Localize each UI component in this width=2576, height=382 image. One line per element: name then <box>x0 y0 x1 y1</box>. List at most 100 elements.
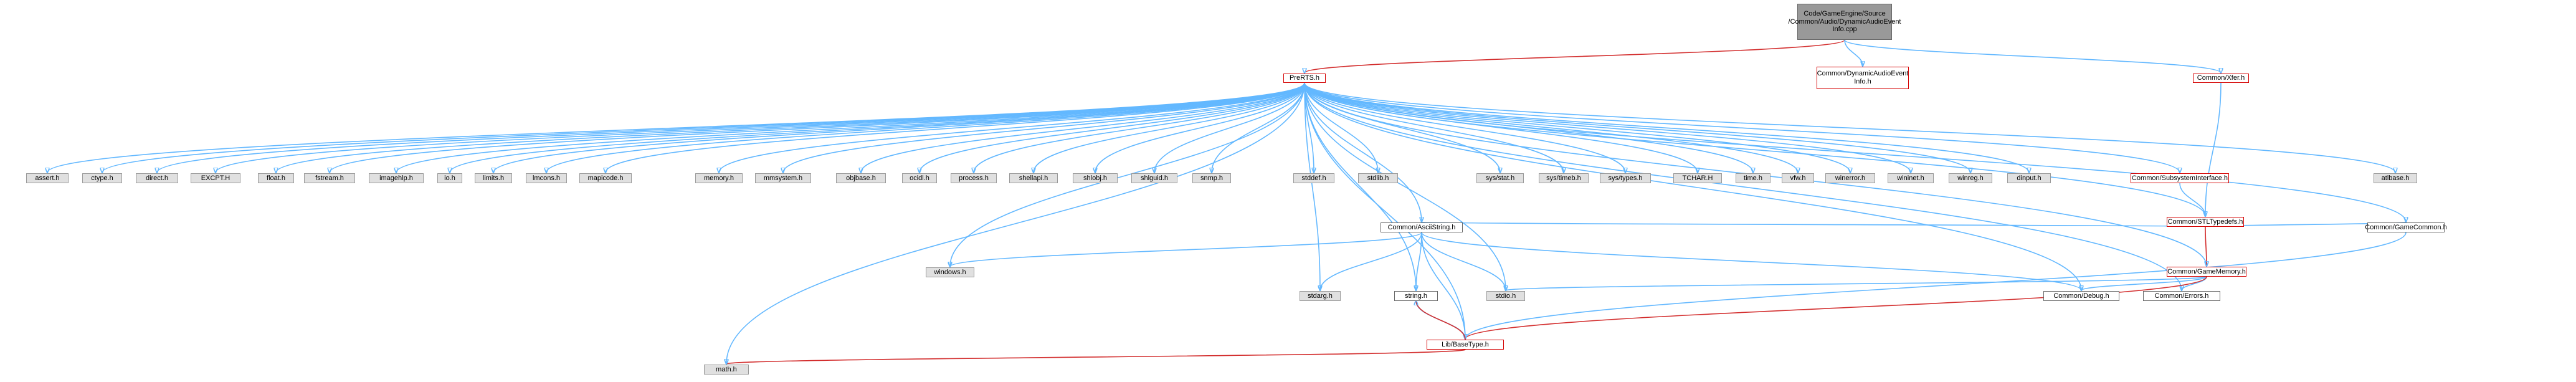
edge-prerts-to-stdarg <box>1304 82 1320 290</box>
node-stltypedefs[interactable]: Common/STLTypedefs.h <box>2167 217 2244 227</box>
node-time[interactable]: time.h <box>1736 173 1770 183</box>
edge-prerts-to-windows <box>950 82 1305 267</box>
edge-prerts-to-shlobj <box>1095 82 1305 173</box>
edge-gamememory-to-debug <box>2081 276 2207 290</box>
edge-prerts-to-subsys <box>1304 82 2180 173</box>
node-debug[interactable]: Common/Debug.h <box>2043 291 2119 301</box>
node-sysstat[interactable]: sys/stat.h <box>1476 173 1524 183</box>
node-limits[interactable]: limits.h <box>475 173 512 183</box>
node-dynaudio[interactable]: Common/DynamicAudioEvent Info.h <box>1817 67 1909 89</box>
node-math[interactable]: math.h <box>704 365 749 375</box>
node-stdlib[interactable]: stdlib.h <box>1358 173 1398 183</box>
node-stdio[interactable]: stdio.h <box>1486 291 1525 301</box>
edge-prerts-to-systimeb <box>1304 82 1564 173</box>
node-ocidl[interactable]: ocidl.h <box>902 173 937 183</box>
node-memory[interactable]: memory.h <box>695 173 743 183</box>
node-ctype[interactable]: ctype.h <box>82 173 122 183</box>
node-mmsystem[interactable]: mmsystem.h <box>755 173 811 183</box>
edge-prerts-to-errors <box>1304 82 2182 290</box>
node-objbase[interactable]: objbase.h <box>836 173 886 183</box>
edge-prerts-to-asciistring <box>1304 82 1422 222</box>
edge-gamememory-to-basetype <box>1465 276 2207 339</box>
edge-basetype-to-string <box>1416 300 1466 340</box>
node-prerts[interactable]: PreRTS.h <box>1283 74 1326 83</box>
node-process[interactable]: process.h <box>951 173 997 183</box>
node-winreg[interactable]: winreg.h <box>1949 173 1992 183</box>
node-atlbase[interactable]: atlbase.h <box>2374 173 2417 183</box>
edge-prerts-to-fstream <box>330 82 1305 173</box>
edge-prerts-to-stdio <box>1304 82 1506 290</box>
edge-asciistring-to-basetype <box>1421 232 1465 339</box>
node-shellapi[interactable]: shellapi.h <box>1009 173 1058 183</box>
edge-root-to-dynaudio <box>1844 39 1863 66</box>
edge-prerts-to-winerror <box>1304 82 1850 173</box>
node-asciistring[interactable]: Common/AsciiString.h <box>1381 222 1463 232</box>
edge-asciistring-to-windows <box>950 232 1422 267</box>
edge-prerts-to-dinput <box>1304 82 2029 173</box>
node-wininet[interactable]: wininet.h <box>1888 173 1934 183</box>
edge-basetype-to-math <box>726 349 1466 364</box>
node-dinput[interactable]: dinput.h <box>2007 173 2051 183</box>
node-subsys[interactable]: Common/SubsystemInterface.h <box>2131 173 2229 183</box>
node-systypes[interactable]: sys/types.h <box>1600 173 1651 183</box>
edge-prerts-to-mmsystem <box>783 82 1305 173</box>
edge-prerts-to-basetype <box>1304 82 1465 339</box>
node-windows[interactable]: windows.h <box>926 267 974 277</box>
edge-root-to-xfer <box>1844 39 2221 73</box>
edge-prerts-to-math <box>726 82 1305 364</box>
edge-gamememory-to-stdio <box>1506 276 2207 290</box>
node-root[interactable]: Code/GameEngine/Source /Common/Audio/Dyn… <box>1789 4 1901 40</box>
node-shlobj[interactable]: shlobj.h <box>1073 173 1118 183</box>
edge-prerts-to-gamecommon <box>1304 82 2406 222</box>
node-snmp[interactable]: snmp.h <box>1192 173 1231 183</box>
node-vfw[interactable]: vfw.h <box>1782 173 1814 183</box>
node-imagehlp[interactable]: imagehlp.h <box>369 173 424 183</box>
edge-prerts-to-direct <box>157 82 1305 173</box>
edge-prerts-to-atlbase <box>1304 82 2395 173</box>
node-float[interactable]: float.h <box>258 173 294 183</box>
edge-prerts-to-vfw <box>1304 82 1798 173</box>
edge-prerts-to-float <box>276 82 1305 173</box>
node-string[interactable]: string.h <box>1394 291 1438 301</box>
edge-root-to-prerts <box>1305 39 1845 73</box>
node-lmcons[interactable]: lmcons.h <box>526 173 567 183</box>
node-fstream[interactable]: fstream.h <box>304 173 355 183</box>
node-basetype[interactable]: Lib/BaseType.h <box>1427 340 1504 350</box>
edge-prerts-to-memory <box>719 82 1305 173</box>
edge-stltypedefs-to-gamememory <box>2205 226 2207 266</box>
edge-prerts-to-mapicode <box>606 82 1305 173</box>
node-errors[interactable]: Common/Errors.h <box>2143 291 2220 301</box>
edge-subsys-to-stltypedefs <box>2179 183 2205 216</box>
node-direct[interactable]: direct.h <box>136 173 178 183</box>
node-stdarg[interactable]: stdarg.h <box>1300 291 1341 301</box>
node-gamecommon[interactable]: Common/GameCommon.h <box>2365 222 2447 232</box>
node-io[interactable]: io.h <box>437 173 462 183</box>
edge-asciistring-to-stdio <box>1421 232 1506 290</box>
edge-xfer-to-stltypedefs <box>2205 82 2222 216</box>
node-assert[interactable]: assert.h <box>26 173 69 183</box>
edge-prerts-to-ocidl <box>920 82 1305 173</box>
edge-prerts-to-process <box>974 82 1305 173</box>
node-mapicode[interactable]: mapicode.h <box>579 173 632 183</box>
node-xfer[interactable]: Common/Xfer.h <box>2193 74 2249 83</box>
node-winerror[interactable]: winerror.h <box>1825 173 1875 183</box>
edge-stltypedefs-to-asciistring <box>1422 222 2206 227</box>
edge-prerts-to-debug <box>1304 82 2081 290</box>
node-tchar[interactable]: TCHAR.H <box>1673 173 1722 183</box>
edge-gamecommon-to-basetype <box>1465 232 2407 339</box>
edge-prerts-to-objbase <box>861 82 1305 173</box>
node-systimeb[interactable]: sys/timeb.h <box>1539 173 1589 183</box>
node-gamememory[interactable]: Common/GameMemory.h <box>2167 267 2246 277</box>
edge-asciistring-to-debug <box>1421 232 2081 290</box>
edge-prerts-to-shlguid <box>1154 82 1305 173</box>
node-excpt[interactable]: EXCPT.H <box>191 173 240 183</box>
edge-asciistring-to-stdarg <box>1320 232 1422 290</box>
edge-prerts-to-shellapi <box>1034 82 1305 173</box>
node-stddef[interactable]: stddef.h <box>1293 173 1334 183</box>
edge-prerts-to-stdlib <box>1304 82 1378 173</box>
node-shlguid[interactable]: shlguid.h <box>1131 173 1177 183</box>
edge-prerts-to-limits <box>493 82 1305 173</box>
edge-prerts-to-stltypedefs <box>1304 82 2205 216</box>
